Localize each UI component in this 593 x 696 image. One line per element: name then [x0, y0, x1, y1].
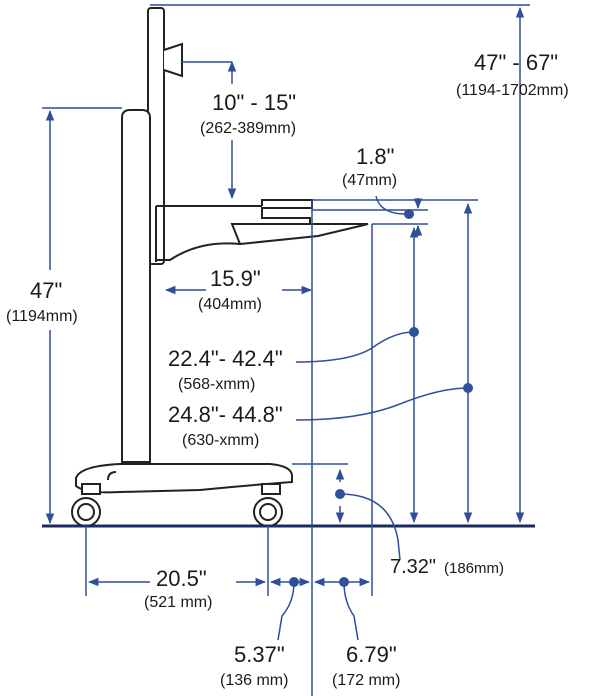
tray-thickness-label: 1.8" [356, 144, 395, 169]
cart-illustration [71, 7, 369, 527]
overall-height-label: 47" - 67" [474, 50, 559, 75]
tray-height-label: 22.4"- 42.4" [168, 346, 283, 371]
column-height-label: 47" [30, 278, 63, 303]
rear-offset-metric: (136 mm) [220, 672, 289, 689]
work-surface [155, 205, 369, 262]
tray-height-metric: (568-xmm) [178, 376, 256, 393]
tray-depth-label: 15.9" [210, 266, 261, 291]
front-offset-label: 6.79" [346, 642, 397, 667]
wheelbase-metric: (521 mm) [144, 594, 213, 611]
wheelbase-label: 20.5" [156, 566, 207, 591]
rear-offset-label: 5.37" [234, 642, 285, 667]
mount-offset-metric: (262-389mm) [200, 120, 297, 137]
column-height-metric: (1194mm) [6, 308, 78, 325]
dimension-lines [42, 4, 530, 696]
base-height-label: 7.32" [390, 556, 437, 578]
base [75, 463, 293, 494]
top-height-metric: (630-xmm) [182, 432, 260, 449]
base-height-metric: (186mm) [444, 560, 505, 577]
overall-height-metric: (1194-1702mm) [456, 82, 569, 99]
tray-thickness-metric: (47mm) [342, 172, 398, 189]
top-height-label: 24.8"- 44.8" [168, 402, 283, 427]
monitor-mount [163, 42, 183, 78]
mount-offset-label: 10" - 15" [212, 90, 297, 115]
leader-dots [289, 209, 473, 587]
column [121, 109, 151, 463]
tray-depth-metric: (404mm) [198, 296, 263, 313]
front-offset-metric: (172 mm) [332, 672, 401, 689]
